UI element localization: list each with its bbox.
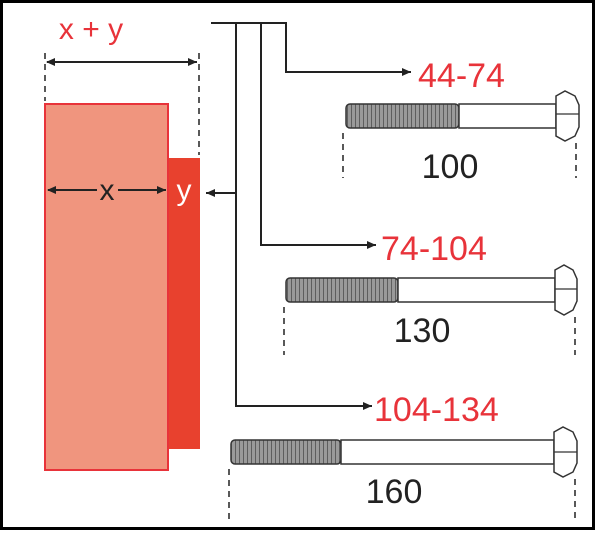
plate-y — [169, 158, 200, 449]
bolt-3-thread — [230, 439, 342, 465]
bolt-3-shank — [340, 439, 555, 465]
leader-line-2 — [260, 23, 376, 249]
y-label: y — [177, 174, 192, 207]
bolt-1-thread — [345, 103, 460, 129]
bolt-3: 160 — [228, 426, 578, 523]
bolt-2: 130 — [283, 264, 578, 355]
plate-x — [44, 103, 169, 471]
bolt-range-label-3: 104-134 — [374, 391, 499, 429]
bolt-3-length: 160 — [366, 473, 423, 511]
x-label: x — [100, 174, 115, 207]
bolt-range-label-2: 74-104 — [381, 230, 487, 268]
leader-line-3 — [235, 23, 372, 410]
diagram-canvas: x + y x y 44-74 74-104 104-134 100 130 — [44, 13, 580, 523]
bolt-1-head — [555, 90, 580, 142]
bolt-2-shank — [397, 277, 556, 303]
bolt-2-head — [554, 264, 578, 316]
bolt-2-thread — [285, 277, 399, 303]
bolt-1-length: 100 — [422, 148, 479, 186]
leader-line-1 — [211, 22, 411, 76]
top-label: x + y — [59, 13, 123, 46]
bolt-range-label-1: 44-74 — [418, 57, 505, 95]
bolt-1-shank — [458, 103, 557, 129]
bolt-2-length: 130 — [394, 312, 451, 350]
bolt-1: 100 — [342, 90, 580, 186]
